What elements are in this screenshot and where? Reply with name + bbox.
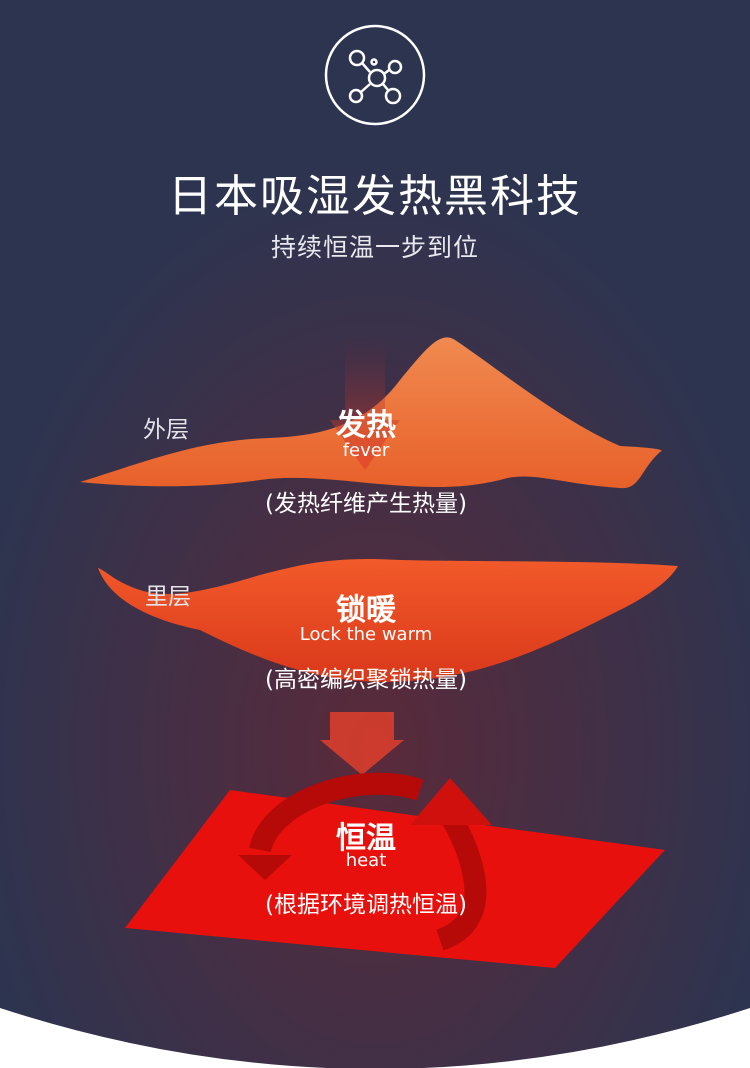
heat-description: (根据环境调热恒温) [265,892,467,918]
page-subtitle: 持续恒温一步到位 [270,233,479,262]
inner-layer-label: 里层 [145,584,191,610]
fever-english: fever [342,440,390,461]
heat-english: heat [345,850,387,871]
heat-heading: 恒温 [336,821,396,856]
down-arrow-icon [330,335,400,470]
circulation-arrow-icon [249,772,424,854]
fever-heading: 发热 [336,408,396,443]
page-title: 日本吸湿发热黑科技 [168,171,582,222]
outer-layer-label: 外层 [143,417,189,443]
arrow-head-icon [410,778,492,825]
lock-warm-description: (高密编织聚锁热量) [265,667,467,693]
fever-description: (发热纤维产生热量) [265,491,467,517]
lock-warm-english: Lock the warm [299,624,433,645]
down-arrow-icon [320,712,404,775]
arrow-head-icon [238,855,292,880]
lock-warm-heading: 锁暖 [336,593,396,628]
molecule-network-icon [324,24,426,126]
inner-layer-shape [98,559,678,682]
circulation-arrow-icon [435,809,487,951]
